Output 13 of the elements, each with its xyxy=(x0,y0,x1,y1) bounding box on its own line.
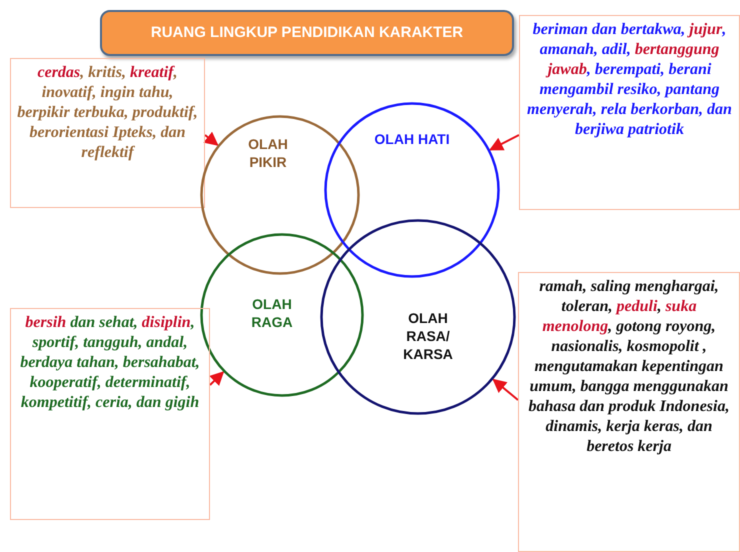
arrow xyxy=(489,134,520,151)
text-panel: beriman dan bertakwa, jujur, amanah, adil, bertanggung jawab, berempati, berani mengambil resiko, pantang menyerah, rela berkorban, dan berjiwa patriotik xyxy=(519,15,740,210)
text-panel: cerdas, kritis, kreatif, inovatif, ingin tahu, berpikir terbuka, produktif, berorientasi Ipteks, dan reflektif xyxy=(10,58,205,208)
arrow xyxy=(203,132,219,146)
arrow xyxy=(209,371,224,386)
circle-label: OLAH PIKIR xyxy=(247,135,289,171)
text-panel: bersih dan sehat, disiplin, sportif, tangguh, andal, berdaya tahan, bersahabat, kooperatif, determinatif, kompetitif, ceria, dan gigih xyxy=(10,308,210,520)
arrow xyxy=(492,378,519,401)
circle-label: OLAH RAGA xyxy=(250,295,294,331)
title-banner: RUANG LINGKUP PENDIDIKAN KARAKTER xyxy=(100,10,514,56)
circle-label: OLAH RASA/ KARSA xyxy=(402,309,454,363)
text-panel: ramah, saling menghargai, toleran, peduli, suka menolong, gotong royong, nasionalis, kosmopolit , mengutamakan kepentingan umum, bangga menggunakan bahasa dan produk Indonesia, dinamis, kerja keras, dan beretos kerja xyxy=(518,272,740,552)
circle-label: OLAH HATI xyxy=(373,130,451,148)
